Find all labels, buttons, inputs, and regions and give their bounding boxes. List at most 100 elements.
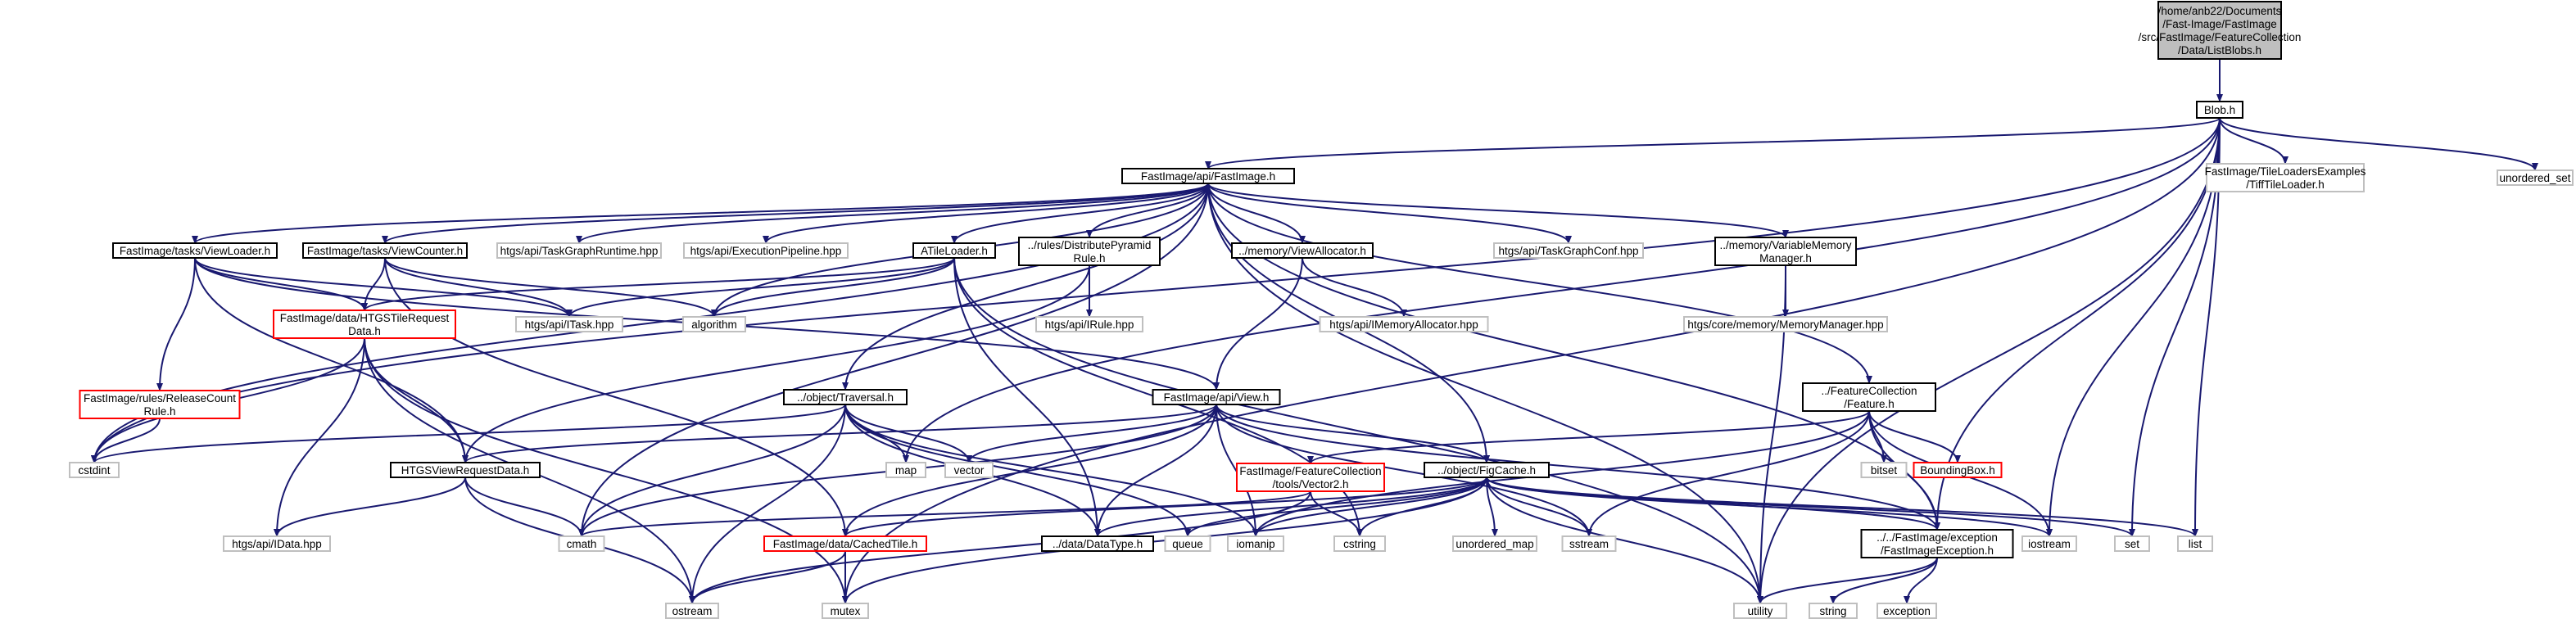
edge-feature-to-sstream bbox=[1586, 410, 1870, 537]
edge-figcache-to-iomanip bbox=[1252, 477, 1487, 537]
node-boundingbox[interactable]: BoundingBox.h bbox=[1913, 462, 2003, 478]
node-label: /home/anb22/Documents bbox=[2158, 5, 2282, 17]
node-label: sstream bbox=[1569, 538, 1609, 550]
edge-view-to-vector bbox=[966, 404, 1217, 463]
node-exception[interactable]: exception bbox=[1877, 603, 1937, 619]
node-label: string bbox=[1819, 605, 1846, 617]
node-itask[interactable]: htgs/api/ITask.hpp bbox=[515, 316, 623, 332]
node-box bbox=[1452, 535, 1537, 552]
node-label: ../rules/DistributePyramid bbox=[1028, 239, 1152, 251]
node-datatype[interactable]: ../data/DataType.h bbox=[1041, 535, 1154, 552]
node-cstdint[interactable]: cstdint bbox=[69, 462, 120, 478]
node-cachedtile[interactable]: FastImage/data/CachedTile.h bbox=[763, 535, 927, 552]
node-box bbox=[112, 242, 278, 259]
node-set[interactable]: set bbox=[2114, 535, 2150, 552]
node-label: Blob.h bbox=[2204, 104, 2235, 116]
edge-fastimage-to-distpyramid bbox=[1086, 183, 1209, 238]
node-vector2[interactable]: FastImage/FeatureCollection/tools/Vector… bbox=[1236, 463, 1385, 492]
node-fastimage[interactable]: FastImage/api/FastImage.h bbox=[1121, 168, 1295, 184]
node-cstring[interactable]: cstring bbox=[1333, 535, 1386, 552]
node-figcache[interactable]: ../object/FigCache.h bbox=[1424, 462, 1550, 478]
node-blob[interactable]: Blob.h bbox=[2196, 101, 2243, 119]
node-tiffloader[interactable]: FastImage/TileLoadersExamples/TiffTileLo… bbox=[2205, 163, 2366, 192]
node-viewcounter[interactable]: FastImage/tasks/ViewCounter.h bbox=[302, 242, 468, 259]
node-box bbox=[1877, 603, 1937, 619]
node-label: ostream bbox=[672, 605, 713, 617]
node-cmath[interactable]: cmath bbox=[558, 535, 605, 552]
node-unordered_map[interactable]: unordered_map bbox=[1452, 535, 1537, 552]
edge-htgsviewreq-to-idata bbox=[274, 477, 466, 537]
node-unordered_set[interactable]: unordered_set bbox=[2497, 169, 2574, 186]
node-imemalloc[interactable]: htgs/api/IMemoryAllocator.hpp bbox=[1319, 316, 1489, 332]
edge-layer bbox=[91, 58, 2538, 604]
node-label: /FastImageException.h bbox=[1881, 544, 1994, 557]
node-box bbox=[1860, 529, 2014, 558]
edge-fastimage-to-taskgraphconf bbox=[1207, 183, 1572, 244]
node-feature[interactable]: ../FeatureCollection/Feature.h bbox=[1802, 382, 1936, 412]
edge-feature-to-boundingbox bbox=[1868, 410, 1961, 463]
node-bitset[interactable]: bitset bbox=[1860, 462, 1908, 478]
edge-fastimage-to-atileloader bbox=[951, 183, 1209, 244]
node-mutex[interactable]: mutex bbox=[822, 603, 869, 619]
node-executionpipeline[interactable]: htgs/api/ExecutionPipeline.hpp bbox=[683, 242, 849, 259]
edge-viewallocator-to-view bbox=[1213, 257, 1303, 391]
edge-cachedtile-to-ostream bbox=[689, 550, 846, 604]
node-viewloader[interactable]: FastImage/tasks/ViewLoader.h bbox=[112, 242, 278, 259]
node-sstream[interactable]: sstream bbox=[1561, 535, 1617, 552]
node-label: ../data/DataType.h bbox=[1053, 538, 1143, 550]
node-label: bitset bbox=[1871, 464, 1898, 477]
node-label: FastImage/tasks/ViewLoader.h bbox=[120, 245, 270, 257]
node-label: set bbox=[2125, 538, 2139, 550]
node-taskgraphruntime[interactable]: htgs/api/TaskGraphRuntime.hpp bbox=[496, 242, 662, 259]
node-ostream[interactable]: ostream bbox=[665, 603, 719, 619]
node-atileloader[interactable]: ATileLoader.h bbox=[912, 242, 996, 259]
edge-traversal-to-vector bbox=[844, 404, 972, 463]
node-box bbox=[1802, 382, 1936, 412]
node-iomanip[interactable]: iomanip bbox=[1227, 535, 1284, 552]
node-traversal[interactable]: ../object/Traversal.h bbox=[783, 389, 908, 405]
node-queue[interactable]: queue bbox=[1164, 535, 1211, 552]
node-box bbox=[273, 309, 456, 339]
edge-atileloader-to-htgstilereq bbox=[361, 257, 955, 311]
edge-htgstilereq-to-idata bbox=[274, 337, 365, 537]
node-box bbox=[1236, 463, 1385, 492]
node-irule[interactable]: htgs/api/IRule.hpp bbox=[1035, 316, 1143, 332]
edge-fastimage-to-viewallocator bbox=[1207, 183, 1306, 244]
node-box bbox=[885, 462, 926, 478]
node-box bbox=[2177, 535, 2213, 552]
node-label: htgs/api/IMemoryAllocator.hpp bbox=[1329, 319, 1478, 331]
node-string[interactable]: string bbox=[1809, 603, 1858, 619]
node-view[interactable]: FastImage/api/View.h bbox=[1152, 389, 1281, 405]
node-utility[interactable]: utility bbox=[1733, 603, 1787, 619]
node-viewallocator[interactable]: ../memory/ViewAllocator.h bbox=[1231, 242, 1374, 259]
node-taskgraphconf[interactable]: htgs/api/TaskGraphConf.hpp bbox=[1493, 242, 1644, 259]
node-list[interactable]: list bbox=[2177, 535, 2213, 552]
node-fiexception[interactable]: ../../FastImage/exception/FastImageExcep… bbox=[1860, 529, 2014, 558]
edge-figcache-to-set bbox=[1486, 477, 2135, 537]
node-htgsviewreq[interactable]: HTGSViewRequestData.h bbox=[390, 462, 541, 478]
node-algorithm[interactable]: algorithm bbox=[682, 316, 746, 332]
node-idata[interactable]: htgs/api/IData.hpp bbox=[223, 535, 331, 552]
node-box bbox=[1733, 603, 1787, 619]
node-vector[interactable]: vector bbox=[944, 462, 994, 478]
edge-viewloader-to-htgsviewreq bbox=[194, 257, 469, 463]
node-map[interactable]: map bbox=[885, 462, 926, 478]
edge-view-to-datatype bbox=[1094, 404, 1217, 537]
node-box bbox=[1809, 603, 1858, 619]
node-label: /Data/ListBlobs.h bbox=[2178, 44, 2261, 56]
edge-viewcounter-to-itask bbox=[384, 257, 573, 318]
node-label: htgs/api/IRule.hpp bbox=[1045, 319, 1134, 331]
node-box bbox=[1913, 462, 2003, 478]
node-label: FastImage/api/View.h bbox=[1164, 391, 1270, 404]
edge-view-to-cachedtile bbox=[842, 404, 1217, 537]
node-box bbox=[223, 535, 331, 552]
node-memmanager[interactable]: htgs/core/memory/MemoryManager.hpp bbox=[1683, 316, 1888, 332]
edge-feature-to-iomanip bbox=[1252, 410, 1870, 537]
node-iostream[interactable]: iostream bbox=[2021, 535, 2077, 552]
edge-fiexception-to-string bbox=[1830, 557, 1938, 604]
edge-blob-to-unordered_set bbox=[2219, 117, 2538, 171]
